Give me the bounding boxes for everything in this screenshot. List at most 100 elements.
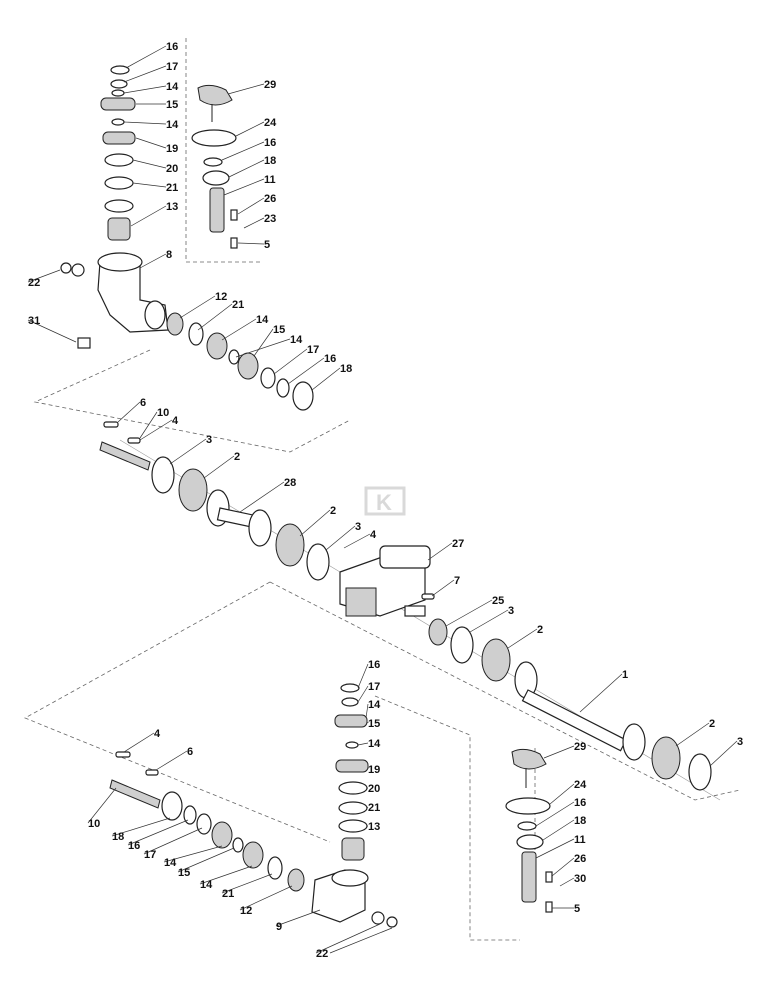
callout-number: 12 xyxy=(215,291,227,303)
callout-number: 24 xyxy=(264,117,277,129)
handle-29 xyxy=(197,84,233,106)
callout-number: 24 xyxy=(574,779,587,791)
central-gearbox xyxy=(339,545,435,617)
callout-leader-line xyxy=(579,673,623,713)
callout-number: 16 xyxy=(128,840,140,852)
callout-leader-line xyxy=(132,159,167,169)
callout-number: 2 xyxy=(709,718,715,730)
output-shaft xyxy=(404,605,426,617)
key-5 xyxy=(230,237,238,249)
callout-number: 3 xyxy=(737,736,743,748)
bolt-31 xyxy=(77,337,91,349)
callout-number: 16 xyxy=(574,797,586,809)
callout-number: 5 xyxy=(574,903,580,915)
shaft-11 xyxy=(209,187,225,233)
callout-leader-line xyxy=(315,923,381,954)
callout-labels: 1617141514192021132924161811262358223112… xyxy=(27,41,743,960)
callout-leader-line xyxy=(27,269,61,283)
lower-left-chain xyxy=(109,751,305,892)
flange-3 xyxy=(151,456,175,494)
ring-21b xyxy=(104,199,134,213)
plug-22 xyxy=(60,262,72,274)
callout-number: 17 xyxy=(307,344,319,356)
callout-leader-line xyxy=(243,217,265,229)
input-shaft-parts xyxy=(99,421,151,471)
callout-number: 26 xyxy=(574,853,586,865)
shim-14 xyxy=(111,89,125,97)
callout-number: 14 xyxy=(256,314,269,326)
callout-number: 29 xyxy=(574,741,586,753)
callout-number: 30 xyxy=(574,873,586,885)
callout-number: 3 xyxy=(206,434,212,446)
callout-number: 3 xyxy=(508,605,514,617)
upper-gear-housing xyxy=(60,252,169,349)
coupling-2 xyxy=(178,468,208,512)
flange-3b xyxy=(306,543,330,581)
callout-leader-line xyxy=(135,137,167,149)
key-26 xyxy=(230,209,238,221)
callout-number: 20 xyxy=(368,783,380,795)
callout-number: 18 xyxy=(340,363,352,375)
callout-number: 19 xyxy=(368,764,380,776)
callout-number: 2 xyxy=(234,451,240,463)
callout-number: 8 xyxy=(166,249,172,261)
callout-number: 14 xyxy=(368,738,381,750)
callout-leader-line xyxy=(273,348,308,375)
callout-number: 28 xyxy=(284,477,296,489)
callout-number: 16 xyxy=(264,137,276,149)
callout-leader-line xyxy=(199,865,253,885)
callout-number: 21 xyxy=(368,802,380,814)
upper-right-handle-stack xyxy=(191,84,238,249)
ring-18 xyxy=(292,381,314,411)
callout-leader-line xyxy=(237,197,265,215)
callout-leader-line xyxy=(237,242,265,245)
callout-leader-line xyxy=(535,838,575,859)
coupling-2b xyxy=(275,523,305,567)
bearing-19 xyxy=(102,131,136,145)
callout-number: 14 xyxy=(290,334,303,346)
callout-leader-line xyxy=(125,45,167,69)
callout-leader-line xyxy=(139,411,158,439)
callout-number: 10 xyxy=(157,407,169,419)
middle-drive-line xyxy=(151,456,330,581)
flange-3c xyxy=(450,626,474,664)
callout-number: 5 xyxy=(264,239,270,251)
callout-leader-line xyxy=(27,319,77,343)
callout-leader-line xyxy=(469,609,509,633)
callout-leader-line xyxy=(179,295,216,319)
callout-number: 10 xyxy=(88,818,100,830)
callout-number: 26 xyxy=(264,193,276,205)
circlip-16 xyxy=(110,65,130,75)
callout-leader-line xyxy=(253,328,274,357)
lower-right-handle-stack xyxy=(505,748,553,913)
callout-leader-line xyxy=(275,909,321,927)
upper-left-bearing-stack xyxy=(100,65,136,241)
callout-leader-line xyxy=(221,318,257,341)
callout-leader-line xyxy=(366,806,369,809)
callout-leader-line xyxy=(203,455,235,479)
coupling-2c xyxy=(481,638,511,682)
ring-18 xyxy=(202,170,230,186)
callout-leader-line xyxy=(143,827,203,855)
callout-number: 7 xyxy=(454,575,460,587)
callout-leader-line xyxy=(287,357,325,385)
callout-leader-line xyxy=(163,845,223,863)
callout-number: 12 xyxy=(240,905,252,917)
callout-number: 21 xyxy=(166,182,178,194)
circlip-17 xyxy=(260,367,276,389)
callout-number: 6 xyxy=(187,746,193,758)
shim-14b xyxy=(111,118,125,126)
callout-number: 19 xyxy=(166,143,178,155)
callout-leader-line xyxy=(357,742,369,746)
callout-leader-line xyxy=(117,401,141,423)
washer-24 xyxy=(191,129,237,147)
callout-number: 14 xyxy=(166,119,179,131)
callout-leader-line xyxy=(228,159,265,178)
callout-number: 14 xyxy=(200,879,213,891)
callout-number: 25 xyxy=(492,595,504,607)
callout-number: 4 xyxy=(370,529,377,541)
callout-leader-line xyxy=(221,873,273,894)
callout-number: 11 xyxy=(264,174,276,186)
callout-number: 17 xyxy=(368,681,380,693)
